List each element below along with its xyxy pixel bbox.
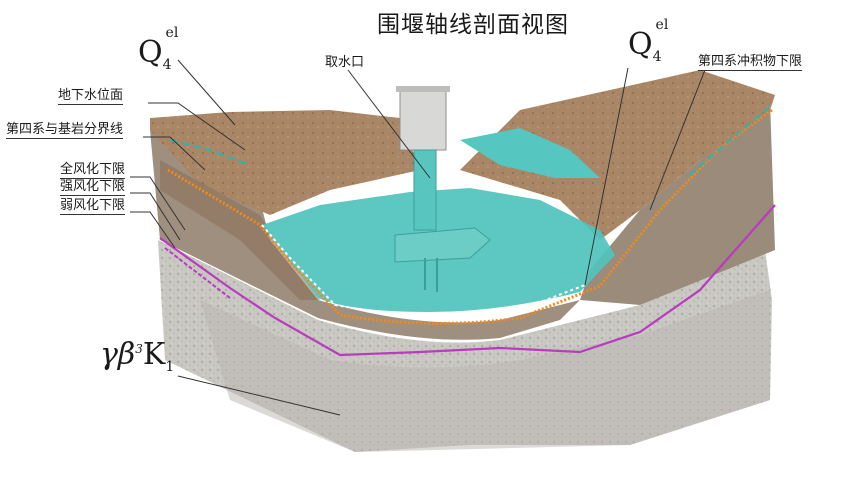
label-quaternary-bedrock: 第四系与基岩分界线 bbox=[6, 122, 124, 139]
leader-lines bbox=[130, 59, 706, 416]
label-weakly-weathered: 弱风化下限 bbox=[60, 198, 126, 215]
soil-left-front bbox=[160, 160, 320, 300]
weathering-line-2 bbox=[164, 247, 231, 299]
weathered-left bbox=[150, 130, 580, 340]
soil-right bbox=[460, 70, 775, 240]
upstream-pond bbox=[460, 128, 600, 178]
soil-left bbox=[150, 110, 420, 215]
label-alluvium-lower: 第四系冲积物下限 bbox=[698, 54, 803, 71]
label-groundwater: 地下水位面 bbox=[58, 88, 124, 105]
label-fully-weathered: 全风化下限 bbox=[60, 162, 126, 179]
intake-structure bbox=[394, 86, 491, 292]
weathered-right bbox=[580, 100, 775, 305]
groundwater-line bbox=[169, 139, 251, 166]
label-intake: 取水口 bbox=[325, 55, 365, 70]
stratum-rock: γβ3K1 bbox=[100, 337, 175, 375]
page-title: 围堰轴线剖面视图 bbox=[377, 12, 569, 38]
stratum-q-right: Q4el bbox=[628, 17, 669, 65]
granite-shade bbox=[200, 290, 770, 452]
weathering-line bbox=[159, 204, 776, 357]
alluvium-lower-line bbox=[261, 224, 586, 316]
quaternary-bedrock-line bbox=[167, 108, 773, 325]
label-strongly-weathered: 强风化下限 bbox=[60, 179, 126, 196]
groundwater-line-right bbox=[689, 104, 773, 176]
stratum-q-left: Q4el bbox=[138, 25, 179, 73]
